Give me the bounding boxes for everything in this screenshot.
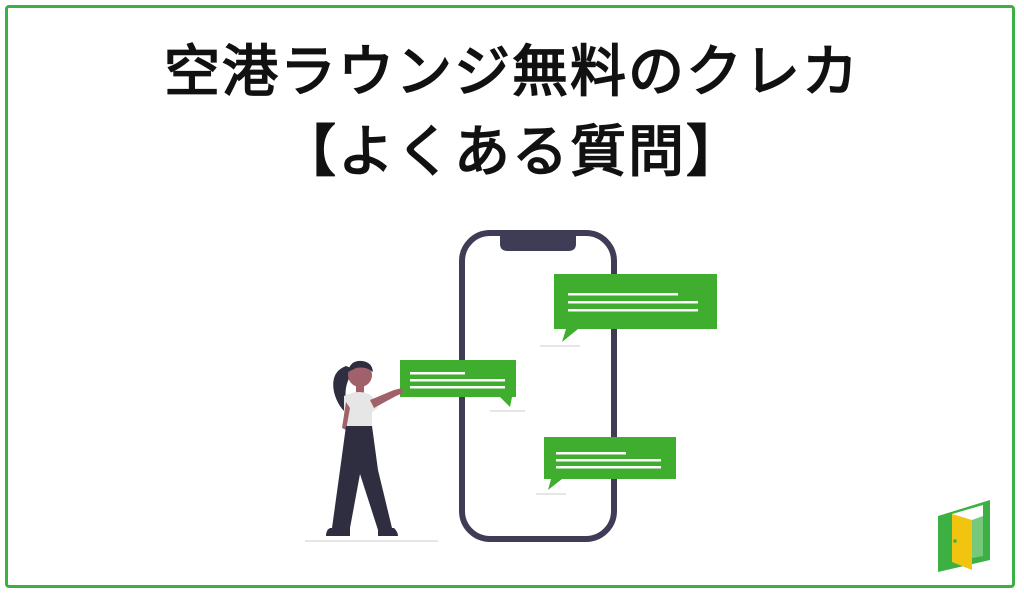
card-frame	[5, 5, 1015, 588]
chat-bubble-icon	[544, 437, 676, 490]
chat-bubble-icon	[400, 360, 516, 407]
woman-figure	[326, 360, 403, 536]
door-logo-icon	[938, 500, 990, 572]
chat-bubble-icon	[554, 274, 717, 342]
page-subtitle: 【よくある質問】	[280, 120, 744, 185]
page-title: 空港ラウンジ無料のクレカ	[164, 40, 860, 105]
